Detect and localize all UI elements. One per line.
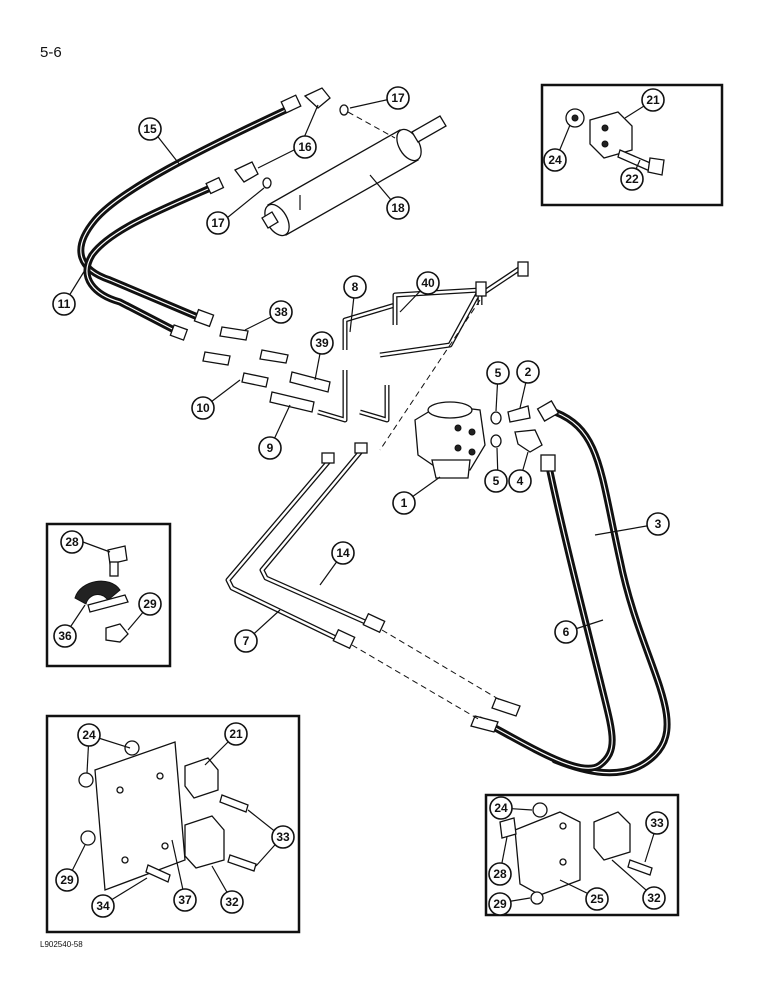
callout-24-plate-inset: 24 [77, 723, 101, 747]
svg-text:29: 29 [143, 597, 157, 611]
callout-6: 6 [554, 620, 578, 644]
callout-8: 8 [343, 275, 367, 299]
svg-text:3: 3 [655, 517, 662, 531]
svg-text:33: 33 [650, 816, 664, 830]
callout-1: 1 [392, 491, 416, 515]
svg-text:11: 11 [58, 297, 71, 311]
callout-15: 15 [138, 117, 162, 141]
callout-39: 39 [310, 331, 334, 355]
svg-text:40: 40 [421, 276, 435, 290]
svg-text:36: 36 [58, 629, 72, 643]
svg-text:18: 18 [391, 201, 405, 215]
callout-40: 40 [416, 271, 440, 295]
svg-text:6: 6 [563, 625, 570, 639]
callout-32-bracket-inset: 32 [642, 886, 666, 910]
svg-text:29: 29 [493, 897, 507, 911]
callout-18: 18 [386, 196, 410, 220]
callout-21-plate-inset: 21 [224, 722, 248, 746]
callout-36: 36 [53, 624, 77, 648]
hose-11 [83, 176, 225, 341]
svg-text:1: 1 [401, 496, 408, 510]
callout-21-top-inset: 21 [641, 88, 665, 112]
callout-29-plate-inset: 29 [55, 868, 79, 892]
svg-text:16: 16 [298, 140, 312, 154]
callout-2: 2 [516, 360, 540, 384]
svg-text:17: 17 [391, 91, 405, 105]
svg-text:15: 15 [143, 122, 157, 136]
steering-control-valve [414, 401, 486, 479]
callout-37: 37 [173, 888, 197, 912]
elbow-fittings [234, 87, 396, 189]
svg-text:25: 25 [590, 892, 604, 906]
svg-text:24: 24 [494, 801, 508, 815]
callout-29-left-inset: 29 [138, 592, 162, 616]
svg-text:2: 2 [525, 365, 532, 379]
svg-text:17: 17 [211, 216, 225, 230]
steering-cylinder [261, 115, 447, 237]
svg-text:8: 8 [352, 280, 359, 294]
svg-text:7: 7 [243, 634, 250, 648]
callout-17-bottom: 17 [206, 211, 230, 235]
callout-28-bracket-inset: 28 [488, 862, 512, 886]
callout-3: 3 [646, 512, 670, 536]
callout-29-bracket-inset: 29 [488, 892, 512, 916]
callout-14: 14 [331, 541, 355, 565]
callout-11: 11 [52, 292, 76, 316]
svg-text:9: 9 [267, 441, 274, 455]
svg-text:5: 5 [495, 366, 502, 380]
svg-text:39: 39 [315, 336, 329, 350]
callout-7: 7 [234, 629, 258, 653]
callout-33-plate-inset: 33 [271, 825, 295, 849]
svg-text:21: 21 [646, 93, 660, 107]
footer-code: L902540-58 [40, 940, 83, 949]
tube-fittings [202, 326, 331, 413]
svg-text:21: 21 [229, 727, 243, 741]
svg-text:28: 28 [65, 535, 79, 549]
callout-32-plate-inset: 32 [220, 890, 244, 914]
page-label: 5-6 [40, 44, 62, 61]
svg-text:34: 34 [96, 899, 110, 913]
callout-24-bracket-inset: 24 [489, 796, 513, 820]
callout-4: 4 [508, 469, 532, 493]
tube-7-14 [225, 442, 501, 721]
callout-22: 22 [620, 167, 644, 191]
svg-text:33: 33 [276, 830, 290, 844]
callout-34: 34 [91, 894, 115, 918]
svg-text:22: 22 [625, 172, 639, 186]
callout-33-bracket-inset: 33 [645, 811, 669, 835]
svg-text:32: 32 [647, 891, 661, 905]
valve-fittings [490, 405, 543, 453]
callout-9: 9 [258, 436, 282, 460]
svg-text:37: 37 [178, 893, 192, 907]
svg-text:24: 24 [82, 728, 96, 742]
svg-text:38: 38 [274, 305, 288, 319]
svg-text:10: 10 [196, 401, 210, 415]
svg-text:4: 4 [517, 474, 524, 488]
callout-25: 25 [585, 887, 609, 911]
inset-bracket [484, 793, 680, 917]
callout-10: 10 [191, 396, 215, 420]
svg-text:32: 32 [225, 895, 239, 909]
svg-text:5: 5 [493, 474, 500, 488]
svg-text:14: 14 [336, 546, 350, 560]
callout-16: 16 [293, 135, 317, 159]
svg-text:24: 24 [548, 153, 562, 167]
svg-text:28: 28 [493, 867, 507, 881]
callout-24-top-inset: 24 [543, 148, 567, 172]
callout-38: 38 [269, 300, 293, 324]
svg-text:29: 29 [60, 873, 74, 887]
callout-17-top: 17 [386, 86, 410, 110]
hose-3-6 [470, 400, 671, 777]
inset-plate [45, 714, 301, 934]
callout-28-left-inset: 28 [60, 530, 84, 554]
tube-8-40 [317, 261, 529, 451]
callout-5-bottom: 5 [484, 469, 508, 493]
callout-5-top: 5 [486, 361, 510, 385]
